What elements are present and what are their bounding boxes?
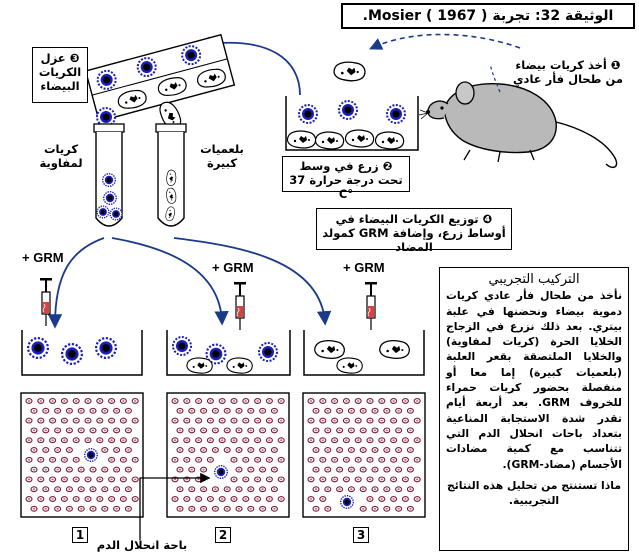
step-4-bullet: ❹ [478, 212, 493, 226]
macrophages-label: بلعميات كبيرة [200, 142, 244, 170]
hemolysis-label: باحة انحلال الدم [96, 538, 188, 552]
step-4-box: ❹ توزيع الكريات البيضاء في أوساط زرع، وإ… [316, 208, 512, 254]
grm-label-1: + GRM [22, 250, 64, 265]
step-3-bullet: ❸ [65, 51, 80, 65]
explanation-body: نأخذ من طحال فأر عادي كريات دموية بيضاء … [446, 289, 622, 471]
document-title: الوثيقة 32: تجربة Mosier ( 1967 ). [341, 3, 635, 29]
explanation-question: ماذا تستنتج من تحليل هذه النتائج التجريب… [446, 478, 622, 508]
step-2-bullet: ❷ [378, 159, 393, 173]
result-number-3: 3 [353, 527, 369, 543]
grm-label-2: + GRM [212, 260, 254, 275]
explanation-box: التركيب التجريبي نأخذ من طحال فأر عادي ك… [439, 267, 629, 551]
result-number-2: 2 [215, 527, 231, 543]
step-1-label: ❶ أخذ كريات بيضاء من طحال فأر عادي [513, 58, 623, 86]
step-3-box: ❸ عزل الكريات البيضاء [32, 47, 88, 103]
lymphocytes-label: كريات لمفاوية [39, 142, 83, 170]
explanation-title: التركيب التجريبي [488, 272, 580, 287]
grm-label-3: + GRM [343, 260, 385, 275]
tube-macrophages [155, 123, 187, 227]
tube-lymphocytes [93, 123, 125, 227]
step-1-bullet: ❶ [606, 58, 621, 72]
step-2-box: ❷ زرع في وسط تحت درجة حرارة 37 °C [282, 156, 410, 201]
result-number-1: 1 [72, 527, 88, 543]
mouse-drawing [418, 81, 618, 169]
